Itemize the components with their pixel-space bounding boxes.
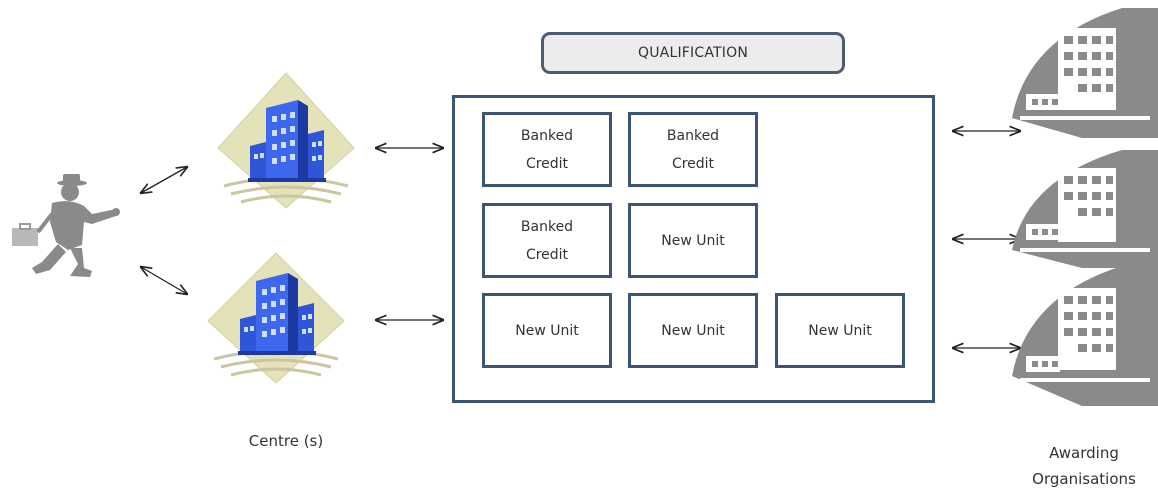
learner-icon (12, 174, 120, 277)
qualification-title: QUALIFICATION (541, 32, 845, 74)
unit-box-new-unit: New Unit (482, 293, 612, 368)
unit-box-banked-credit: Banked Credit (628, 112, 758, 187)
awarding-organisation-icon (1012, 8, 1158, 138)
centre-building-icon (217, 72, 355, 209)
awarding-caption-line2: Organisations (1032, 470, 1136, 488)
centre-building-icon (207, 252, 345, 384)
awarding-organisation-icon (1012, 150, 1158, 268)
awarding-caption-line1: Awarding (1049, 444, 1119, 462)
unit-box-banked-credit: Banked Credit (482, 112, 612, 187)
double-arrow-icon (141, 167, 187, 193)
unit-box-banked-credit: Banked Credit (482, 203, 612, 278)
unit-box-new-unit: New Unit (628, 293, 758, 368)
centres-caption: Centre (s) (248, 432, 324, 450)
double-arrow-icon (141, 267, 187, 294)
qualification-frame: Banked Credit Banked Credit Banked Credi… (452, 95, 935, 403)
unit-box-new-unit: New Unit (628, 203, 758, 278)
awarding-organisation-icon (1012, 266, 1158, 406)
awarding-caption: Awarding Organisations (1010, 440, 1158, 492)
unit-box-new-unit: New Unit (775, 293, 905, 368)
